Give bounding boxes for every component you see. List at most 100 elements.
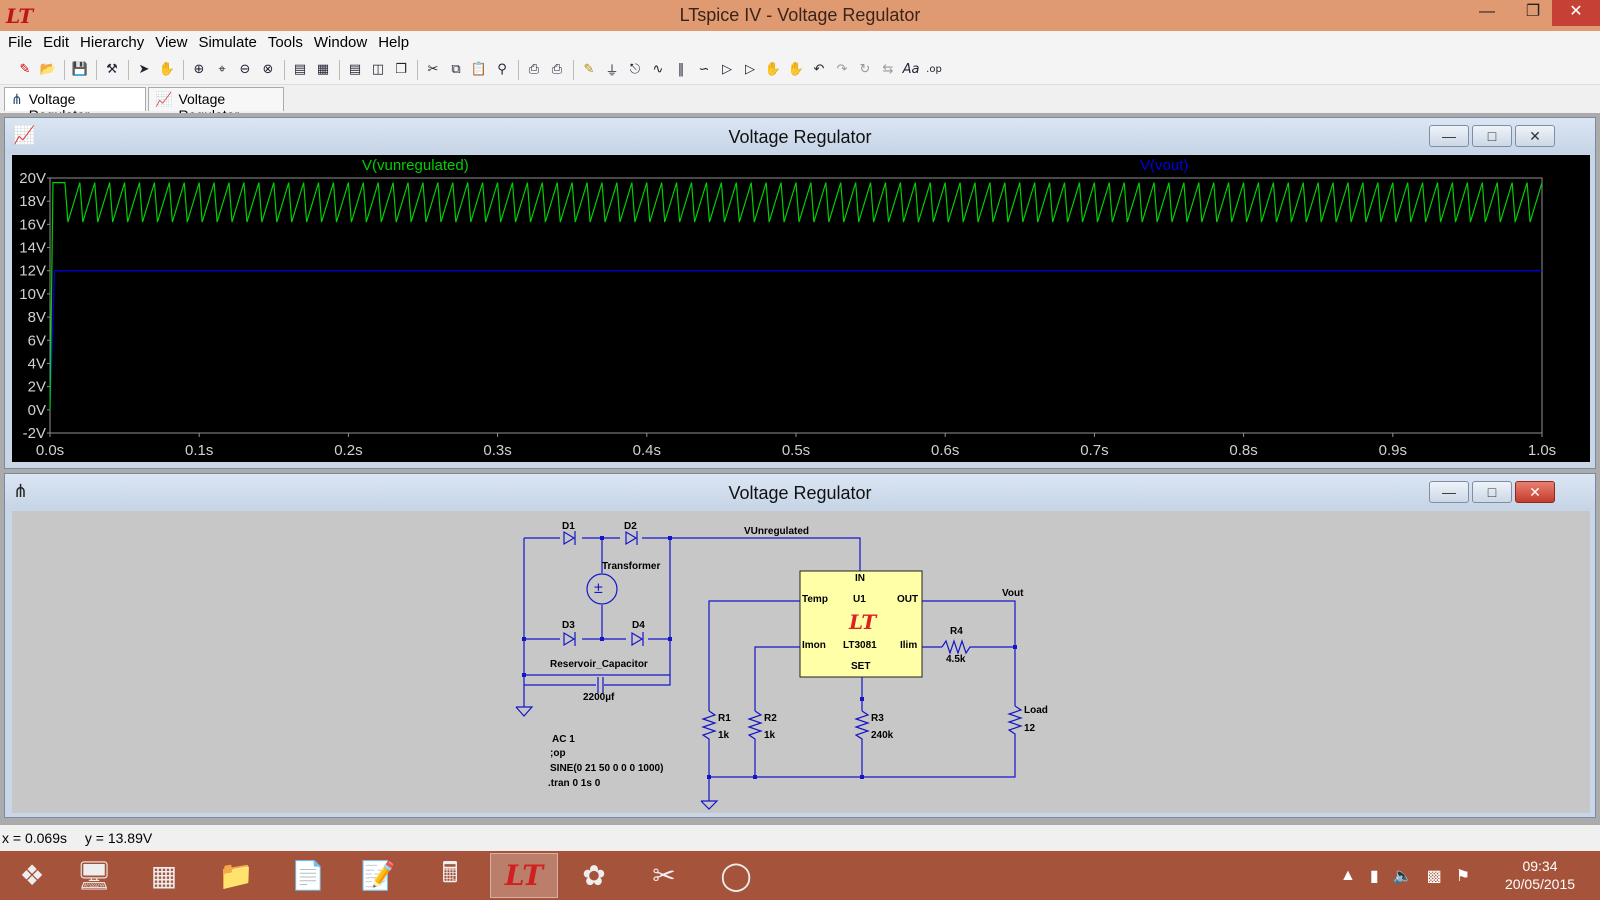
trace-label-vout[interactable]: V(vout) — [1140, 157, 1188, 174]
notepad-icon[interactable]: 📝 — [360, 860, 396, 891]
file-explorer-icon[interactable]: 📁 — [218, 860, 254, 891]
halt-icon[interactable]: ✋ — [158, 62, 176, 77]
autorange-icon[interactable]: ▤ — [293, 62, 307, 77]
resistor-icon[interactable]: ∿ — [652, 62, 664, 77]
spice-directive-icon[interactable]: .op — [926, 64, 942, 75]
clock[interactable]: 09:34 20/05/2015 — [1490, 857, 1590, 893]
save-icon[interactable]: 💾 — [71, 62, 89, 77]
battery-icon[interactable]: ▮ — [1369, 867, 1379, 885]
cut-icon[interactable]: ✂ — [427, 62, 439, 77]
schematic-icon: ⋔ — [11, 91, 23, 107]
label-r2-value: 1k — [764, 730, 776, 741]
waveform-plot[interactable]: V(vunregulated) V(vout) 20V18V16V14V12V1… — [12, 155, 1590, 462]
schematic-maximize-button[interactable]: □ — [1472, 481, 1512, 503]
cascade-icon[interactable]: ❐ — [395, 62, 407, 77]
directive-tran[interactable]: .tran 0 1s 0 — [548, 778, 601, 789]
waveform-minimize-button[interactable]: — — [1429, 125, 1469, 147]
text-icon[interactable]: Aa — [902, 62, 920, 77]
zoom-out-icon[interactable]: ⊖ — [239, 62, 251, 77]
label-load-value: 12 — [1024, 723, 1036, 734]
action-center-flag-icon[interactable]: ⚑ — [1455, 867, 1471, 885]
new-schematic-icon[interactable]: ✎ — [19, 62, 31, 77]
menu-file[interactable]: File — [8, 34, 33, 51]
label-r2: R2 — [764, 713, 777, 724]
separator — [518, 59, 519, 80]
document-icon[interactable]: 📄 — [290, 860, 326, 891]
status-bar: x = 0.069s y = 13.89V — [0, 825, 1600, 851]
tab-waveform[interactable]: 📈 Voltage Regulator — [148, 87, 284, 123]
inductor-icon[interactable]: ∽ — [698, 62, 710, 77]
menu-edit[interactable]: Edit — [43, 34, 70, 51]
remote-desktop-icon[interactable]: 🖥 — [76, 860, 112, 891]
close-button[interactable]: ✕ — [1552, 0, 1600, 26]
ground-icon[interactable]: ⏚ — [605, 64, 619, 79]
calculator-icon[interactable]: 🖩 — [441, 856, 459, 888]
firewall-icon[interactable]: ▦ — [150, 860, 178, 891]
tab-schematic[interactable]: ⋔ Voltage Regulator — [4, 87, 146, 123]
schematic-close-button[interactable]: ✕ — [1515, 481, 1555, 503]
trace-label-vunregulated[interactable]: V(vunregulated) — [362, 157, 469, 174]
menu-hierarchy[interactable]: Hierarchy — [80, 34, 145, 51]
network-icon[interactable]: ▩ — [1426, 867, 1442, 885]
find-icon[interactable]: ⚲ — [497, 62, 507, 77]
schematic-canvas[interactable]: ± LT D1 D2 D3 D4 Transformer Reservoir_C… — [12, 511, 1590, 813]
windows-start-icon[interactable]: ❖ — [19, 860, 45, 891]
minimize-button[interactable]: — — [1479, 3, 1495, 20]
mirror-icon[interactable]: ⇆ — [882, 62, 894, 77]
redo-icon[interactable]: ↷ — [836, 62, 848, 77]
restore-button[interactable]: ❐ — [1525, 3, 1541, 20]
directive-op[interactable]: ;op — [550, 748, 566, 759]
snipping-tool-icon[interactable]: ✂ — [652, 860, 676, 891]
waveform-maximize-button[interactable]: □ — [1472, 125, 1512, 147]
print-icon[interactable]: ⎙ — [551, 62, 563, 77]
schematic-window-titlebar: ⋔ Voltage Regulator — □ ✕ — [5, 474, 1595, 510]
menu-simulate[interactable]: Simulate — [198, 34, 257, 51]
diode-icon[interactable]: ▷ — [722, 62, 732, 77]
control-panel-icon[interactable]: ⚒ — [106, 62, 118, 77]
zoom-in-icon[interactable]: ⊕ — [193, 62, 205, 77]
tile-vertical-icon[interactable]: ◫ — [371, 62, 385, 77]
schematic-minimize-button[interactable]: — — [1429, 481, 1469, 503]
menu-window[interactable]: Window — [313, 34, 368, 51]
tile-horizontal-icon[interactable]: ▤ — [348, 62, 362, 77]
volume-icon[interactable]: 🔈 — [1392, 867, 1413, 885]
ic-pin-out: OUT — [897, 594, 918, 605]
x-tick-label: 0.5s — [782, 442, 810, 459]
puzzle-icon[interactable]: ✿ — [582, 860, 606, 891]
menu-help[interactable]: Help — [378, 34, 410, 51]
label-d4: D4 — [632, 620, 645, 631]
pan-icon[interactable]: ⌖ — [218, 62, 226, 77]
zoom-fit-icon[interactable]: ⊗ — [262, 62, 274, 77]
drag-icon[interactable]: ✋ — [787, 62, 805, 77]
copy-icon[interactable]: ⧉ — [451, 62, 461, 77]
component-icon[interactable]: ▷ — [745, 62, 755, 77]
lt3081-regulator[interactable] — [799, 570, 923, 678]
y-tick-label: 18V — [19, 193, 46, 210]
waveform-window: 📈 Voltage Regulator — □ ✕ V(vunregulated… — [4, 117, 1596, 469]
internet-explorer-icon[interactable]: ◯ — [720, 860, 752, 891]
move-icon[interactable]: ✋ — [764, 62, 782, 77]
circuit-diagram[interactable]: ± LT D1 D2 D3 D4 Transformer Reservoir_C… — [12, 511, 1590, 813]
ltspice-logo-icon[interactable]: LT — [6, 4, 34, 28]
undo-icon[interactable]: ↶ — [813, 62, 825, 77]
show-hidden-icons-icon[interactable]: ▲ — [1340, 866, 1356, 884]
run-icon[interactable]: ➤ — [138, 62, 150, 77]
paste-icon[interactable]: 📋 — [470, 62, 488, 77]
open-icon[interactable]: 📂 — [39, 62, 57, 77]
capacitor-icon[interactable]: ‖ — [677, 62, 685, 77]
waveform-close-button[interactable]: ✕ — [1515, 125, 1555, 147]
label-net-icon[interactable]: ⎋ — [629, 62, 641, 77]
menu-tools[interactable]: Tools — [267, 34, 303, 51]
print-preview-icon[interactable]: ⎙ — [528, 62, 540, 77]
clock-time: 09:34 — [1522, 858, 1558, 874]
wire-icon[interactable]: ✎ — [583, 62, 595, 77]
directive-ac[interactable]: AC 1 — [552, 734, 575, 745]
directive-sine[interactable]: SINE(0 21 50 0 0 0 1000) — [550, 763, 663, 774]
rotate-icon[interactable]: ↻ — [859, 62, 871, 77]
ltspice-icon[interactable]: LT — [490, 853, 558, 898]
x-tick-label: 0.7s — [1080, 442, 1108, 459]
grid-icon[interactable]: ▦ — [316, 62, 330, 77]
label-r1: R1 — [718, 713, 731, 724]
menu-view[interactable]: View — [155, 34, 188, 51]
